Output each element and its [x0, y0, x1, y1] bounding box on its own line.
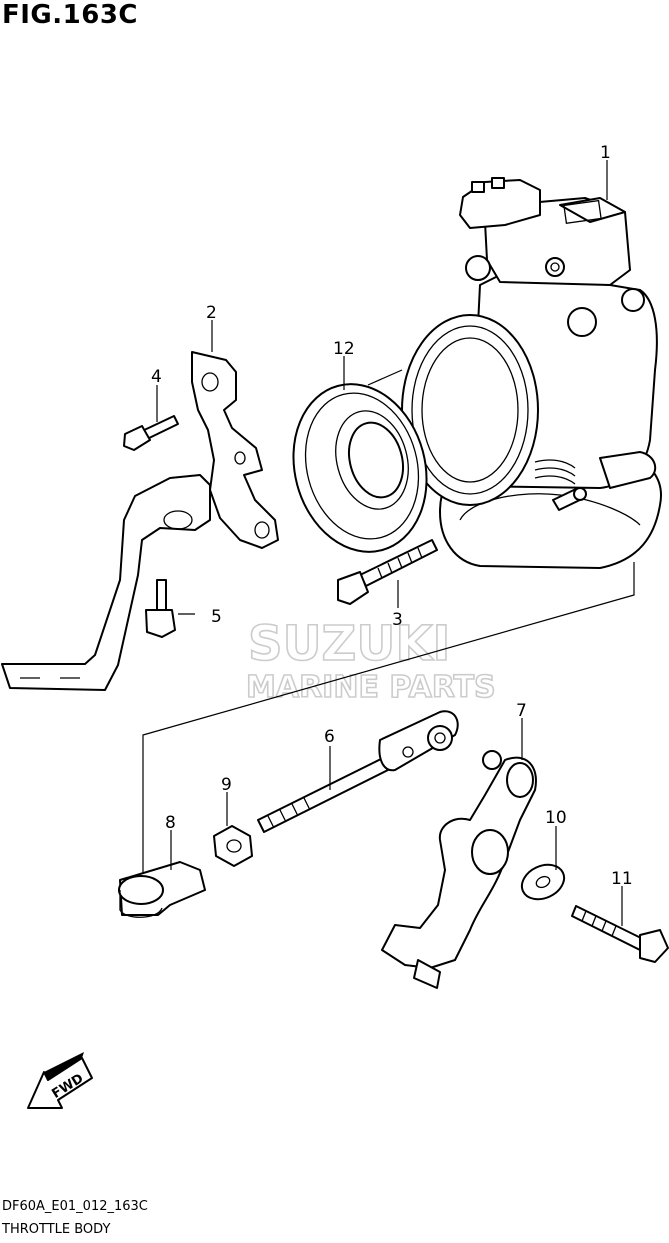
washer-part-10[interactable]: [516, 858, 569, 906]
bolt-part-4[interactable]: [123, 415, 179, 451]
bolt-part-5[interactable]: [145, 579, 176, 638]
callout-8: 8: [165, 813, 176, 833]
callout-leaders: [156, 160, 623, 926]
rod-part-6[interactable]: [257, 710, 459, 833]
bracket-part-2[interactable]: [191, 351, 279, 549]
callout-5: 5: [211, 607, 222, 627]
gasket-part-12[interactable]: [275, 369, 445, 567]
callout-7: 7: [516, 701, 527, 721]
callout-3: 3: [392, 610, 403, 630]
watermark-line1: SUZUKI: [248, 616, 450, 672]
figure-title: FIG.163C: [2, 0, 139, 30]
callout-1: 1: [600, 143, 611, 163]
fwd-arrow-icon: FWD: [27, 1052, 93, 1109]
watermark: SUZUKI MARINE PARTS: [245, 615, 496, 706]
group-leader-line: [142, 562, 635, 888]
callout-11: 11: [611, 869, 633, 889]
diagram-name: THROTTLE BODY: [2, 1222, 111, 1237]
ball-socket-part-8[interactable]: [118, 861, 206, 918]
lever-part-7[interactable]: [381, 750, 537, 989]
diagram-code: DF60A_E01_012_163C: [2, 1199, 148, 1214]
callout-2: 2: [206, 303, 217, 323]
callout-12: 12: [333, 339, 355, 359]
mounting-bracket[interactable]: [1, 474, 211, 691]
callout-10: 10: [545, 808, 567, 828]
callout-labels: 1 2 3 4 5 6 7 8 9 10 11 12: [151, 143, 633, 889]
bolt-part-11[interactable]: [571, 905, 669, 963]
callout-6: 6: [324, 727, 335, 747]
callout-4: 4: [151, 367, 162, 387]
throttle-body-part-1[interactable]: [401, 177, 662, 569]
bolt-part-3[interactable]: [337, 539, 438, 605]
watermark-line2: MARINE PARTS: [246, 670, 496, 705]
nut-part-9[interactable]: [213, 825, 253, 867]
callout-9: 9: [221, 775, 232, 795]
